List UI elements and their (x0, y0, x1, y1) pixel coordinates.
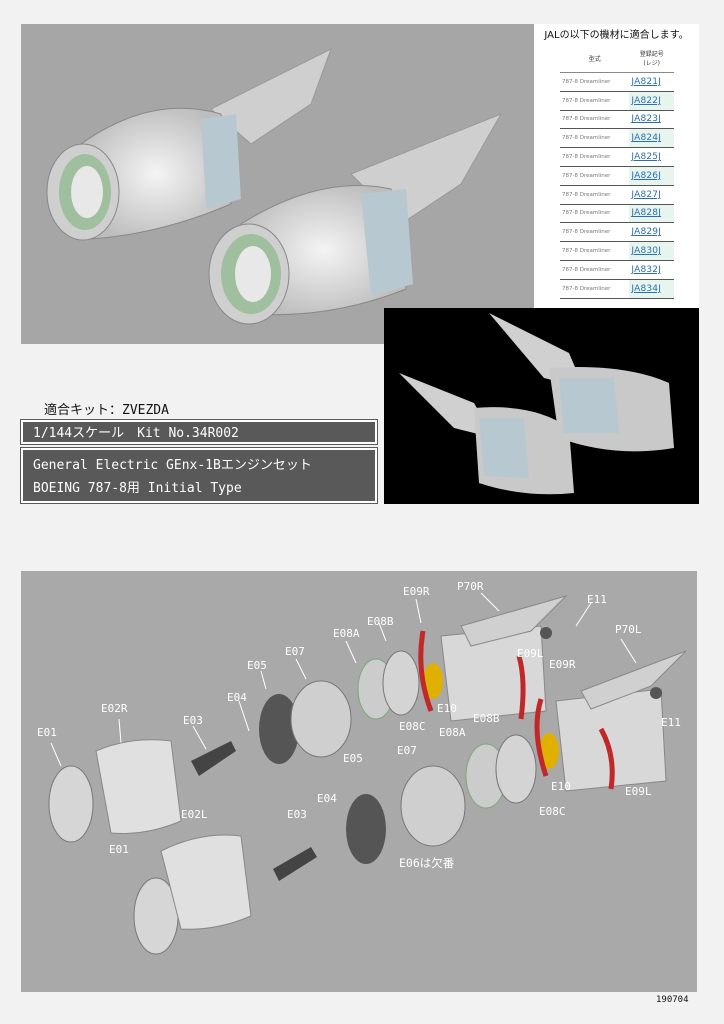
label-e05: E05 (247, 659, 267, 672)
label-p70r: P70R (457, 580, 484, 593)
header-registration: 登録記号 (レジ) (629, 44, 674, 73)
model-cell: 787-8 Dreamliner (560, 72, 630, 92)
registration-link[interactable]: JA825J (629, 147, 674, 167)
engine-set-line1: General Electric GEnx-1Bエンジンセット (33, 458, 312, 473)
label-p70l: P70L (615, 623, 642, 636)
label-e09r: E09R (403, 585, 430, 598)
engine-set-bar: General Electric GEnx-1Bエンジンセット BOEING 7… (21, 448, 377, 503)
label-e03: E03 (183, 714, 203, 727)
label-e11-2: E11 (661, 716, 681, 729)
registration-link[interactable]: JA827J (629, 185, 674, 205)
registration-link[interactable]: JA822J (629, 91, 674, 111)
registration-link[interactable]: JA821J (629, 72, 674, 92)
model-cell: 787-8 Dreamliner (560, 204, 630, 224)
label-e08a-2: E08A (439, 726, 466, 739)
label-e08c-2: E08C (539, 805, 566, 818)
model-cell: 787-8 Dreamliner (560, 279, 630, 299)
registration-link[interactable]: JA830J (629, 241, 674, 261)
label-e10-2: E10 (551, 780, 571, 793)
exploded-parts-panel: E01 E02R E03 E04 E05 E07 E08A E08B E09R … (21, 571, 697, 992)
label-e09l: E09L (517, 647, 544, 660)
registration-link[interactable]: JA826J (629, 166, 674, 186)
model-cell: 787-8 Dreamliner (560, 91, 630, 111)
model-cell: 787-8 Dreamliner (560, 222, 630, 243)
label-e02l: E02L (181, 808, 208, 821)
model-cell: 787-8 Dreamliner (560, 128, 630, 149)
model-cell: 787-8 Dreamliner (560, 110, 630, 130)
scale-kit-bar: 1/144スケール Kit No.34R002 (21, 420, 377, 444)
label-e02r: E02R (101, 702, 128, 715)
render-dark-panel (384, 308, 699, 504)
registration-link[interactable]: JA824J (629, 128, 674, 149)
fit-table-header-row: 型式 登録記号 (レジ) (560, 44, 674, 73)
header-model: 型式 (560, 44, 630, 73)
label-e01-2: E01 (109, 843, 129, 856)
model-cell: 787-8 Dreamliner (560, 185, 630, 205)
engine-render-illustration (46, 47, 503, 325)
label-e04: E04 (227, 691, 247, 704)
registration-link[interactable]: JA834J (629, 279, 674, 299)
label-e04-2: E04 (317, 792, 337, 805)
engine-render-dark-illustration (399, 313, 674, 495)
engine-set-line2: BOEING 787-8用 Initial Type (33, 481, 242, 496)
label-e05-2: E05 (343, 752, 363, 765)
label-e10: E10 (437, 702, 457, 715)
model-cell: 787-8 Dreamliner (560, 241, 630, 261)
label-e08b: E08B (367, 615, 394, 628)
label-e11: E11 (587, 593, 607, 606)
model-cell: 787-8 Dreamliner (560, 260, 630, 280)
label-e07-2: E07 (397, 744, 417, 757)
label-e07: E07 (285, 645, 305, 658)
fit-table-box: JALの以下の機材に適合します。 型式 登録記号 (レジ) 787-8 Drea… (534, 24, 699, 309)
registration-link[interactable]: JA823J (629, 110, 674, 130)
model-cell: 787-8 Dreamliner (560, 147, 630, 167)
label-e09r-2: E09R (549, 658, 576, 671)
label-e08a: E08A (333, 627, 360, 640)
registration-link[interactable]: JA828J (629, 204, 674, 224)
exploded-parts-illustration (48, 592, 687, 955)
label-e03-2: E03 (287, 808, 307, 821)
label-e08b-2: E08B (473, 712, 500, 725)
model-cell: 787-8 Dreamliner (560, 166, 630, 186)
note-e06-missing: E06は欠番 (399, 856, 455, 870)
fit-table-title: JALの以下の機材に適合します。 (544, 30, 689, 41)
compatible-kit-label: 適合キット：ZVEZDA (44, 403, 169, 418)
label-e01: E01 (37, 726, 57, 739)
registration-link[interactable]: JA832J (629, 260, 674, 280)
document-number: 190704 (656, 995, 689, 1005)
registration-link[interactable]: JA829J (629, 222, 674, 243)
label-e09l-2: E09L (625, 785, 652, 798)
label-e08c: E08C (399, 720, 426, 733)
